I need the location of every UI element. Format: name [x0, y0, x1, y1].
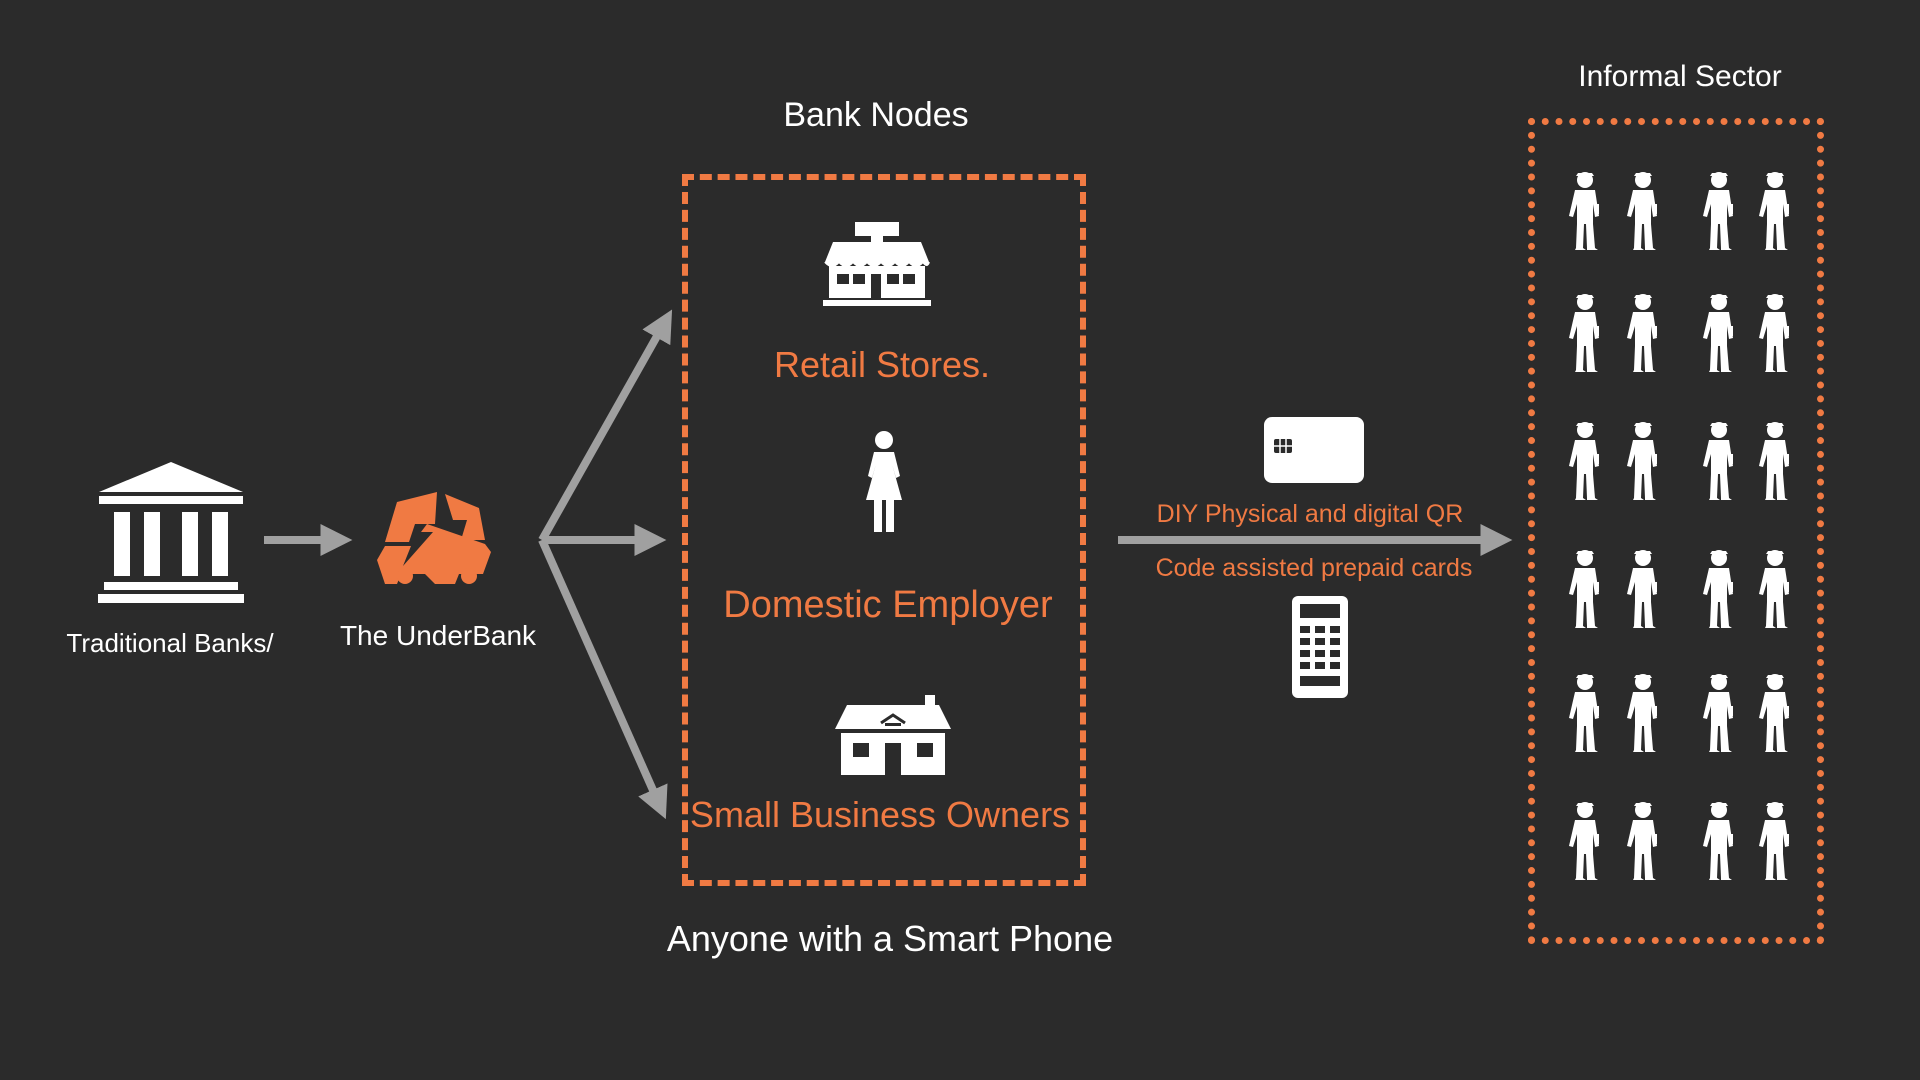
worker-silhouette-icon	[1703, 674, 1733, 752]
phone-keypad-icon	[1292, 596, 1348, 698]
underbank-label: The UnderBank	[339, 620, 537, 651]
diy-line2-label: Code assisted prepaid cards	[1155, 554, 1473, 582]
worker-silhouette-icon	[1569, 802, 1599, 880]
worker-silhouette-icon	[1703, 550, 1733, 628]
worker-silhouette-icon	[1627, 550, 1657, 628]
worker-silhouette-icon	[1759, 172, 1789, 250]
retail-stores-label: Retail Stores.	[773, 344, 991, 385]
domestic-employer-label: Domestic Employer	[723, 584, 1053, 626]
worker-silhouette-icon	[1703, 802, 1733, 880]
worker-silhouette-icon	[1627, 172, 1657, 250]
woman-icon	[866, 431, 902, 532]
worker-silhouette-icon	[1627, 674, 1657, 752]
arrow-to-small-business	[538, 538, 668, 820]
worker-silhouette-icon	[1759, 550, 1789, 628]
worker-silhouette-icon	[1627, 422, 1657, 500]
diy-line1-label: DIY Physical and digital QR	[1156, 500, 1464, 528]
worker-silhouette-icon	[1759, 802, 1789, 880]
worker-silhouette-icon	[1703, 294, 1733, 372]
worker-silhouette-icon	[1569, 550, 1599, 628]
worker-silhouette-icon	[1569, 294, 1599, 372]
worker-silhouette-icon	[1759, 294, 1789, 372]
anyone-smartphone-label: Anyone with a Smart Phone	[666, 918, 1114, 959]
worker-silhouette-icon	[1703, 422, 1733, 500]
worker-silhouette-icon	[1627, 294, 1657, 372]
traditional-banks-label: Traditional Banks/	[66, 628, 274, 658]
informal-sector-title: Informal Sector	[1578, 60, 1782, 93]
bank-building-icon	[98, 462, 244, 603]
small-business-owners-label: Small Business Owners	[689, 794, 1071, 835]
worker-silhouette-icon	[1759, 422, 1789, 500]
underbank-logo-icon	[377, 492, 491, 584]
arrow-to-retail	[538, 309, 673, 542]
worker-silhouette-icon	[1703, 172, 1733, 250]
informal-sector-box	[1528, 118, 1824, 944]
store-icon	[823, 222, 931, 306]
bank-nodes-title: Bank Nodes	[783, 96, 969, 134]
prepaid-card-icon	[1264, 417, 1364, 483]
worker-silhouette-icon	[1569, 674, 1599, 752]
worker-silhouette-icon	[1569, 422, 1599, 500]
worker-silhouette-icon	[1627, 802, 1657, 880]
worker-silhouette-icon	[1569, 172, 1599, 250]
house-icon	[835, 695, 951, 775]
worker-silhouette-icon	[1759, 674, 1789, 752]
bank-nodes-box	[682, 174, 1086, 886]
